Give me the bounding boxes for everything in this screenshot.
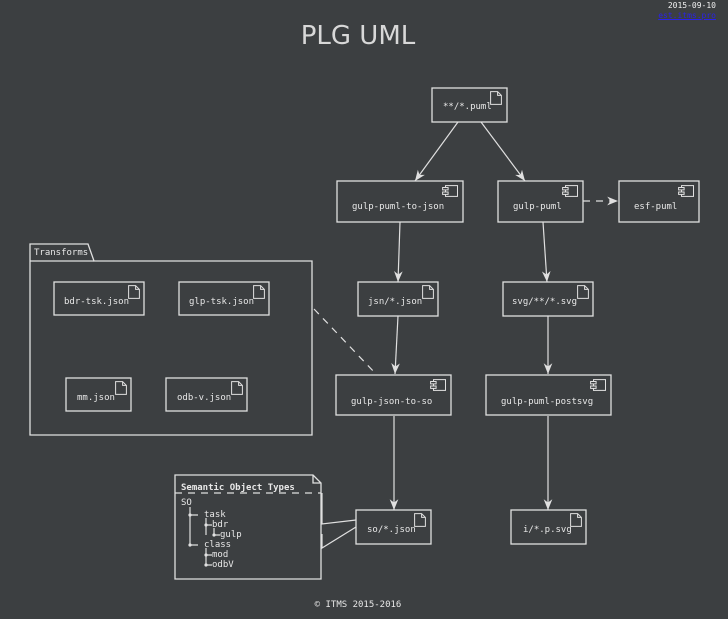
- component-label: gulp-json-to-so: [351, 397, 432, 407]
- file-icon: [577, 285, 589, 299]
- tree-node-gulp: gulp: [220, 530, 242, 540]
- so-tree: SO task bdr gulp class mod odbV: [181, 498, 242, 570]
- artifact-label: glp-tsk.json: [189, 297, 254, 307]
- edge-transforms-to-json-to-so: [313, 308, 377, 375]
- artifact-svg-svg: svg/**/*.svg: [502, 281, 594, 317]
- edge-gulp-puml-to-svg: [541, 221, 551, 283]
- edge-json-to-jsn: [394, 221, 403, 283]
- file-icon: [414, 513, 426, 527]
- file-icon: [490, 91, 502, 105]
- artifact-mm-json: mm.json: [65, 377, 132, 412]
- component-icon: [590, 379, 606, 391]
- artifact-label: bdr-tsk.json: [64, 297, 129, 307]
- semantic-object-types-note: Semantic Object Types SO task bdr gulp c…: [174, 474, 322, 580]
- component-label: gulp-puml: [513, 202, 562, 212]
- component-label: esf-puml: [634, 202, 677, 212]
- edge-puml-to-gulp-puml: [480, 121, 526, 182]
- footer-copyright: © ITMS 2015-2016: [315, 600, 402, 610]
- component-icon: [562, 185, 578, 197]
- artifact-label: mm.json: [77, 393, 115, 403]
- file-icon: [253, 285, 265, 299]
- package-label: Transforms: [34, 248, 88, 258]
- header-link[interactable]: est.itms.pro: [658, 11, 716, 20]
- component-icon: [430, 379, 446, 391]
- component-gulp-puml-to-json: gulp-puml-to-json: [336, 180, 464, 223]
- tree-node-mod: mod: [212, 550, 228, 560]
- note-connector: [321, 493, 357, 550]
- artifact-so-json: so/*.json: [355, 509, 432, 545]
- artifact-label: **/*.puml: [443, 102, 492, 112]
- artifact-puml-source: **/*.puml: [431, 87, 508, 123]
- header-date: 2015-09-10: [667, 1, 716, 10]
- component-label: gulp-puml-postsvg: [501, 397, 593, 407]
- component-gulp-json-to-so: gulp-json-to-so: [335, 374, 452, 416]
- diagram-title: PLG UML: [301, 21, 416, 51]
- artifact-odb-v-json: odb-v.json: [165, 377, 248, 412]
- transforms-package: Transforms bdr-tsk.json glp-tsk.json mm.…: [29, 243, 313, 436]
- artifact-label: so/*.json: [367, 525, 416, 535]
- artifact-label: odb-v.json: [177, 393, 231, 403]
- component-gulp-puml-postsvg: gulp-puml-postsvg: [485, 374, 612, 416]
- component-label: gulp-puml-to-json: [352, 202, 444, 212]
- file-icon: [422, 285, 434, 299]
- file-icon: [128, 285, 140, 299]
- tree-node-so: SO: [181, 498, 192, 508]
- tree-node-task: task: [204, 510, 226, 520]
- artifact-glp-tsk-json: glp-tsk.json: [178, 281, 270, 316]
- edge-jsn-to-json-to-so: [391, 315, 400, 375]
- component-gulp-puml: gulp-puml: [497, 180, 584, 223]
- component-icon: [442, 185, 458, 197]
- artifact-jsn-json: jsn/*.json: [357, 281, 439, 317]
- tree-node-class: class: [204, 540, 231, 550]
- file-icon: [570, 513, 582, 527]
- edge-puml-to-json: [414, 121, 459, 182]
- tree-node-odbv: odbV: [212, 560, 234, 570]
- artifact-label: jsn/*.json: [368, 297, 422, 307]
- component-icon: [678, 185, 694, 197]
- artifact-bdr-tsk-json: bdr-tsk.json: [53, 281, 145, 316]
- file-icon: [231, 381, 243, 395]
- tree-node-bdr: bdr: [212, 520, 229, 530]
- artifact-i-p-svg: i/*.p.svg: [510, 509, 587, 545]
- artifact-label: i/*.p.svg: [523, 525, 572, 535]
- component-esf-puml: esf-puml: [618, 180, 700, 223]
- file-icon: [115, 381, 127, 395]
- artifact-label: svg/**/*.svg: [512, 297, 577, 307]
- note-title: Semantic Object Types: [181, 482, 295, 493]
